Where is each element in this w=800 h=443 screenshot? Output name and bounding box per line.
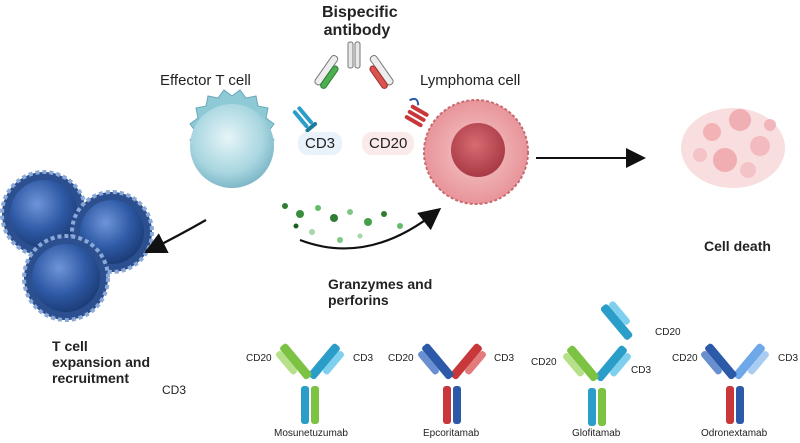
lymphoma-cell-label: Lymphoma cell [420,72,521,89]
glofitamab-left-target: CD20 [531,357,557,368]
odronextamab-name: Odronextamab [701,428,768,439]
effector-t-cell [189,89,275,188]
arrow-to-expansion [144,219,207,253]
epcoritamab-structure [418,343,486,424]
cell-death-label: Cell death [704,238,771,254]
cell-death-debris [681,108,785,188]
epcoritamab-name: Epcoritamab [423,428,480,439]
odronextamab-structure [701,343,769,424]
granzymes-label: Granzymes and perforins [328,276,433,309]
mosunetuzumab-name: Mosunetuzumab [274,428,348,439]
bispecific-antibody-title: Bispecific antibody [322,4,398,40]
cd3-receptor-icon [292,106,318,133]
granzyme-particles [282,203,403,243]
mosunetuzumab-structure [276,343,344,424]
mosunetuzumab-right-target: CD3 [353,353,374,364]
mosunetuzumab-left-target: CD20 [246,353,272,364]
cd3-stray-label: CD3 [162,383,187,397]
odronextamab-right-target: CD3 [778,353,799,364]
expanded-t-cells [0,170,154,322]
glofitamab-top-target: CD20 [655,327,681,338]
glofitamab-right-target: CD3 [631,365,652,376]
expansion-label: T cell expansion and recruitment [52,338,151,387]
effector-t-cell-label: Effector T cell [160,72,251,89]
bispecific-antibody-icon [314,41,394,89]
cd20-receptor-icon [404,97,429,128]
glofitamab-name: Glofitamab [572,428,621,439]
arrow-granzymes-to-lymphoma [299,207,442,250]
cd3-pill: CD3 [298,132,343,155]
lymphoma-cell [423,99,529,205]
cd20-pill: CD20 [362,132,415,155]
glofitamab-structure [563,301,633,426]
epcoritamab-left-target: CD20 [388,353,414,364]
epcoritamab-right-target: CD3 [494,353,515,364]
odronextamab-left-target: CD20 [672,353,698,364]
